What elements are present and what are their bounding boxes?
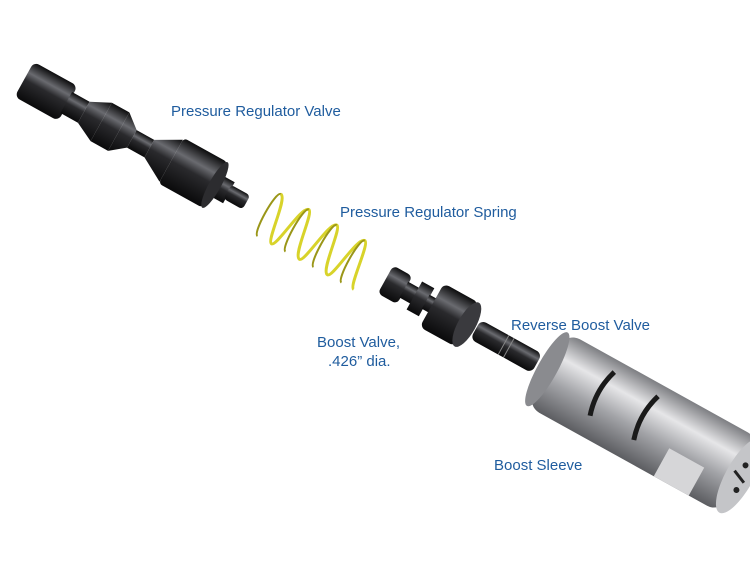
label-boost-valve: Boost Valve, [317,334,401,351]
reverse-boost-valve [472,321,540,371]
pressure-regulator-spring [255,192,368,291]
label-pressure-regulator-valve: Pressure Regulator Valve [171,103,341,120]
label-boost-valve-diameter: .426” dia. [328,353,391,370]
label-boost-sleeve: Boost Sleeve [494,457,583,474]
label-reverse-boost-valve: Reverse Boost Valve [511,317,650,334]
label-pressure-regulator-spring: Pressure Regulator Spring [340,204,517,221]
boost-valve [379,267,482,347]
boost-sleeve [525,332,750,514]
pressure-regulator-valve [16,63,249,208]
